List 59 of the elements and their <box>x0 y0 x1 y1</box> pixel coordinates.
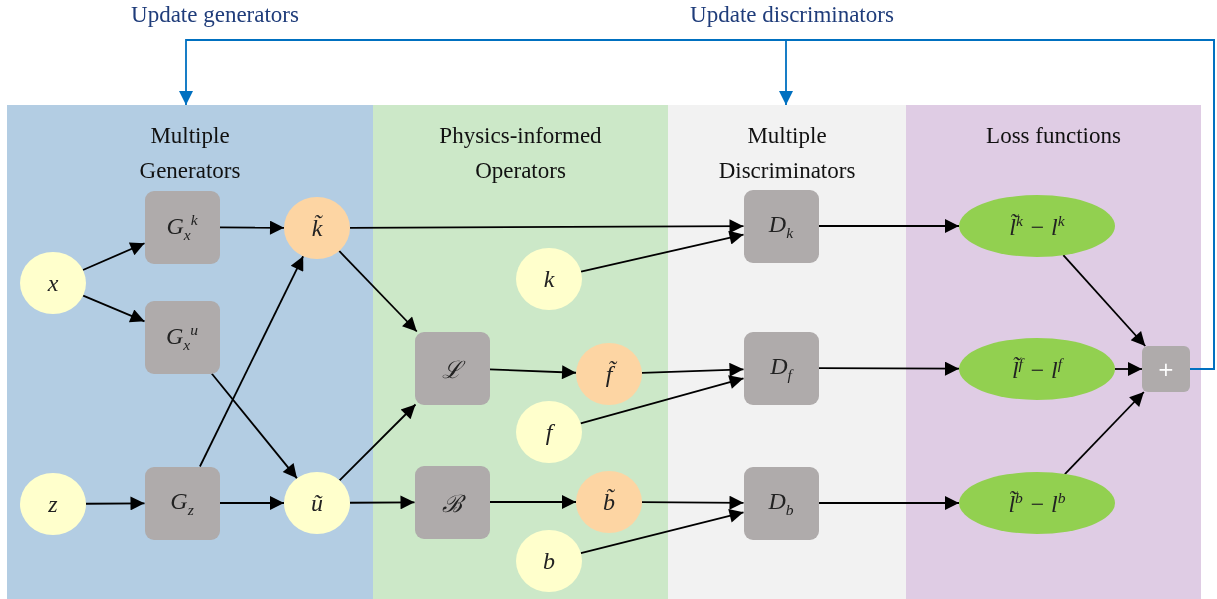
arrow <box>579 375 745 425</box>
operator-box <box>414 465 490 539</box>
operator-box <box>144 466 220 540</box>
panel-title: Multiple Discriminators <box>717 122 857 185</box>
panel-title: Physics-informed Operators <box>438 122 603 185</box>
generators-panel <box>7 105 373 599</box>
arrow <box>82 242 146 271</box>
loss-panel <box>906 105 1201 599</box>
arrow <box>641 495 745 510</box>
math-label: + <box>1157 357 1175 381</box>
math-label: l̃$^{k}$ − l$^{k}$ <box>1009 211 1065 241</box>
arrow <box>218 220 285 235</box>
arrow <box>338 250 418 333</box>
variable-circle <box>284 472 350 534</box>
arrow <box>779 39 1215 370</box>
math-label: ũ <box>311 489 323 517</box>
arrow <box>338 403 417 482</box>
math-label: z <box>48 490 58 518</box>
operator-box <box>743 331 819 405</box>
arrow <box>817 219 960 233</box>
math-label: D$_{k}$ <box>768 210 794 242</box>
panel-title: Loss functions <box>985 122 1122 150</box>
math-label: D$_{f}$ <box>770 352 792 384</box>
math-label: f <box>545 418 553 446</box>
arrow <box>488 495 577 509</box>
sum-box <box>1142 346 1190 392</box>
arrow <box>488 365 577 380</box>
arrow <box>1062 254 1147 347</box>
arrow <box>1114 362 1143 376</box>
arrow <box>817 496 960 510</box>
arrow <box>218 496 285 510</box>
operator-box <box>144 300 220 374</box>
operator-box <box>144 190 220 264</box>
math-label: G$_{z}$ <box>170 487 194 519</box>
math-label: k <box>543 265 555 293</box>
arrow <box>1063 391 1145 475</box>
math-label: k̃ <box>311 214 323 242</box>
math-label: b̃ <box>603 488 615 516</box>
operator-box <box>414 331 490 405</box>
math-label: D$_{b}$ <box>768 487 794 519</box>
arrow <box>82 294 146 323</box>
arrow <box>580 230 745 273</box>
arrow <box>641 362 745 377</box>
operator-box <box>743 466 819 540</box>
discriminators-panel <box>668 105 906 599</box>
arrow <box>580 509 745 554</box>
math-label: l̃$^{f}$ − l$^{f}$ <box>1011 354 1063 384</box>
arrow <box>349 219 745 234</box>
arrow <box>817 361 960 376</box>
math-label: l̃$^{b}$ − l$^{b}$ <box>1008 488 1066 518</box>
panel-title: Multiple Generators <box>138 122 242 185</box>
arrow <box>349 495 416 510</box>
math-label: b <box>543 547 555 575</box>
arrow <box>85 496 146 511</box>
operator-box <box>743 189 819 263</box>
operators-panel <box>373 105 668 599</box>
math-label: x <box>47 269 59 297</box>
arrow <box>199 255 305 468</box>
arrow <box>210 372 298 480</box>
